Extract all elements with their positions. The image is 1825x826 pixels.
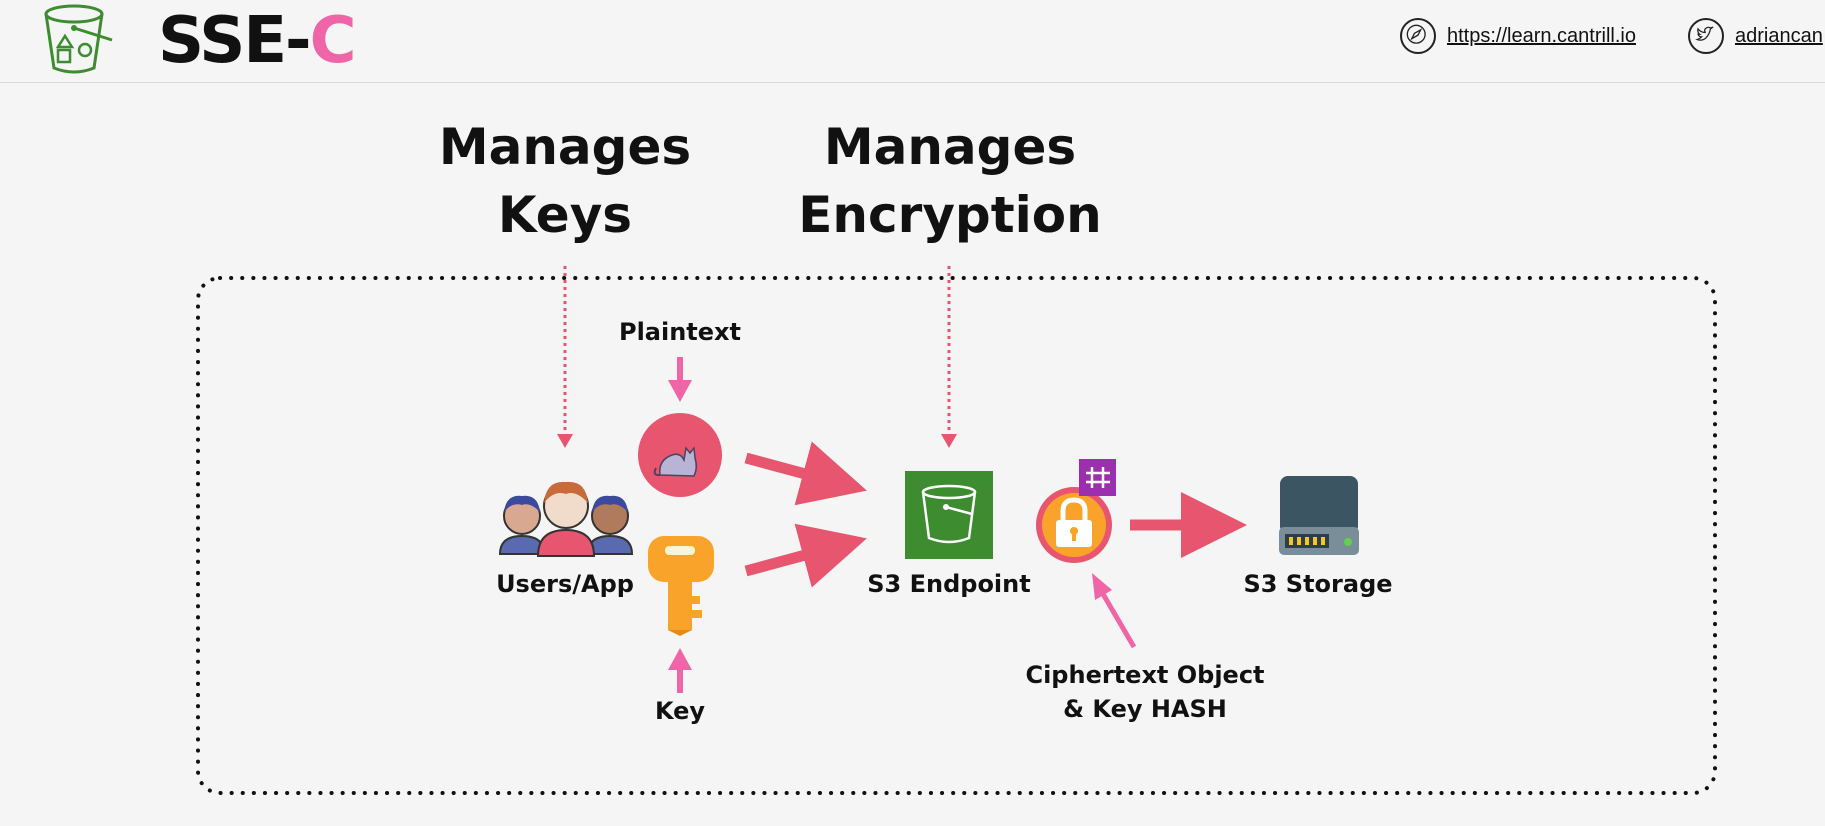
social-handle[interactable]: adriancan: [1735, 25, 1823, 47]
heading-keys-line2: Keys: [497, 186, 633, 244]
heading-manages-encryption: Manages Encryption: [770, 113, 1130, 249]
boundary-box: [196, 276, 1717, 795]
users-app-label: Users/App: [496, 570, 634, 598]
s3-storage-label: S3 Storage: [1243, 570, 1393, 598]
hash-icon: [1079, 459, 1116, 496]
key-icon: [648, 536, 714, 636]
key-arrow: [668, 648, 692, 693]
website-link[interactable]: https://learn.cantrill.io: [1447, 25, 1636, 47]
cat-icon: [638, 413, 722, 497]
compass-icon: [1400, 18, 1436, 54]
key-label: Key: [654, 697, 706, 725]
heading-encryption-line2: Encryption: [798, 186, 1102, 244]
padlock-icon: [1036, 487, 1112, 563]
plaintext-to-endpoint-arrow: [744, 441, 867, 506]
users-group-icon: [498, 481, 634, 557]
s3-bucket-icon: [905, 471, 993, 559]
ciphertext-label-line2: & Key HASH: [1063, 695, 1227, 723]
heading-encryption-line1: Manages: [823, 118, 1077, 176]
ciphertext-arrow: [1092, 573, 1137, 649]
key-to-endpoint-arrow: [744, 523, 867, 588]
plaintext-arrow: [668, 357, 692, 402]
heading-keys-line1: Manages: [438, 118, 692, 176]
encryption-connector-head: [941, 434, 957, 448]
s3-endpoint-label: S3 Endpoint: [867, 570, 1031, 598]
title-prefix: SSE-: [158, 4, 312, 78]
twitter-icon: [1688, 18, 1724, 54]
ciphertext-label-line1: Ciphertext Object: [1025, 661, 1265, 689]
plaintext-label: Plaintext: [618, 318, 742, 346]
hard-drive-icon: [1279, 476, 1359, 555]
s3-bucket-icon: [44, 4, 113, 74]
header-bar: SSE-C https://learn.cantrill.io adrianca…: [0, 0, 1825, 83]
ciphertext-label: Ciphertext Object & Key HASH: [1020, 658, 1270, 726]
title-accent: C: [309, 4, 357, 78]
heading-manages-keys: Manages Keys: [420, 113, 710, 249]
keys-connector-head: [557, 434, 573, 448]
page-title: SSE-C: [158, 4, 357, 78]
